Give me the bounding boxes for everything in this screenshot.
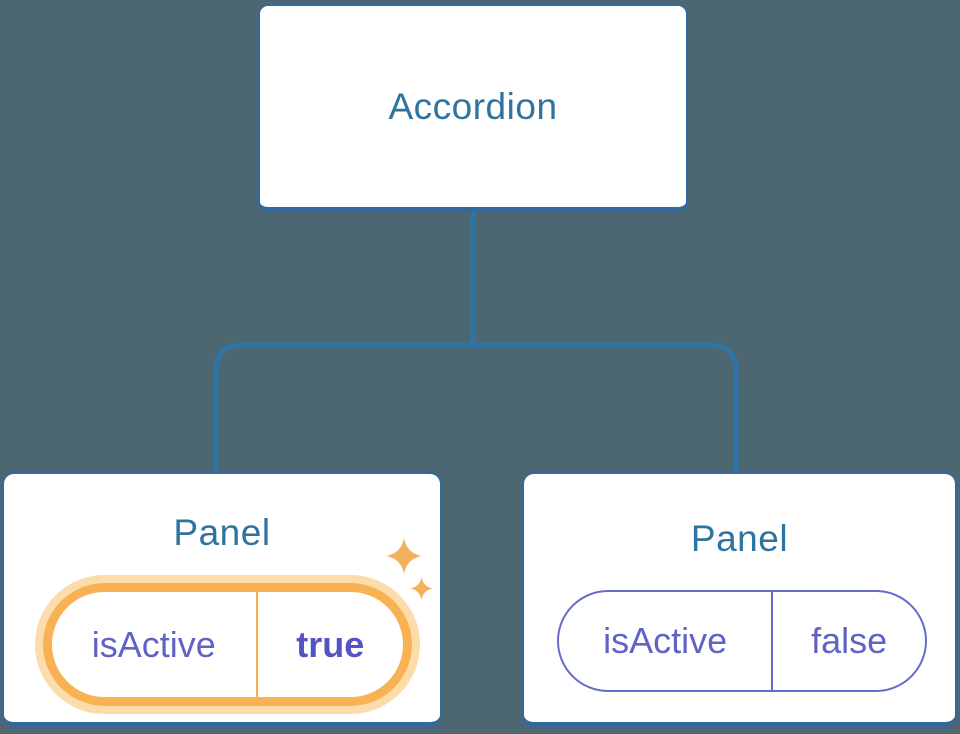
accordion-node-label: Accordion	[388, 85, 558, 127]
state-pill-inactive: isActive false	[557, 590, 927, 692]
pill-divider	[771, 592, 774, 690]
state-value: true	[296, 623, 365, 665]
accordion-node: Accordion	[258, 4, 688, 212]
panel-node-label: Panel	[173, 512, 271, 553]
state-pill-active: isActive true	[35, 575, 420, 714]
sparkle-icon-small	[410, 577, 433, 600]
state-pill-ring: isActive true	[43, 583, 412, 706]
connector-branch	[213, 342, 739, 478]
panel-node-label: Panel	[690, 518, 789, 559]
pill-divider	[255, 592, 258, 697]
sparkle-icon-large	[386, 538, 422, 574]
panel-node-active: Panel isActive true	[2, 472, 442, 727]
state-key: isActive	[603, 620, 728, 661]
state-value: false	[811, 620, 888, 661]
state-key: isActive	[91, 623, 216, 665]
panel-node-inactive: Panel isActive false	[522, 472, 957, 727]
